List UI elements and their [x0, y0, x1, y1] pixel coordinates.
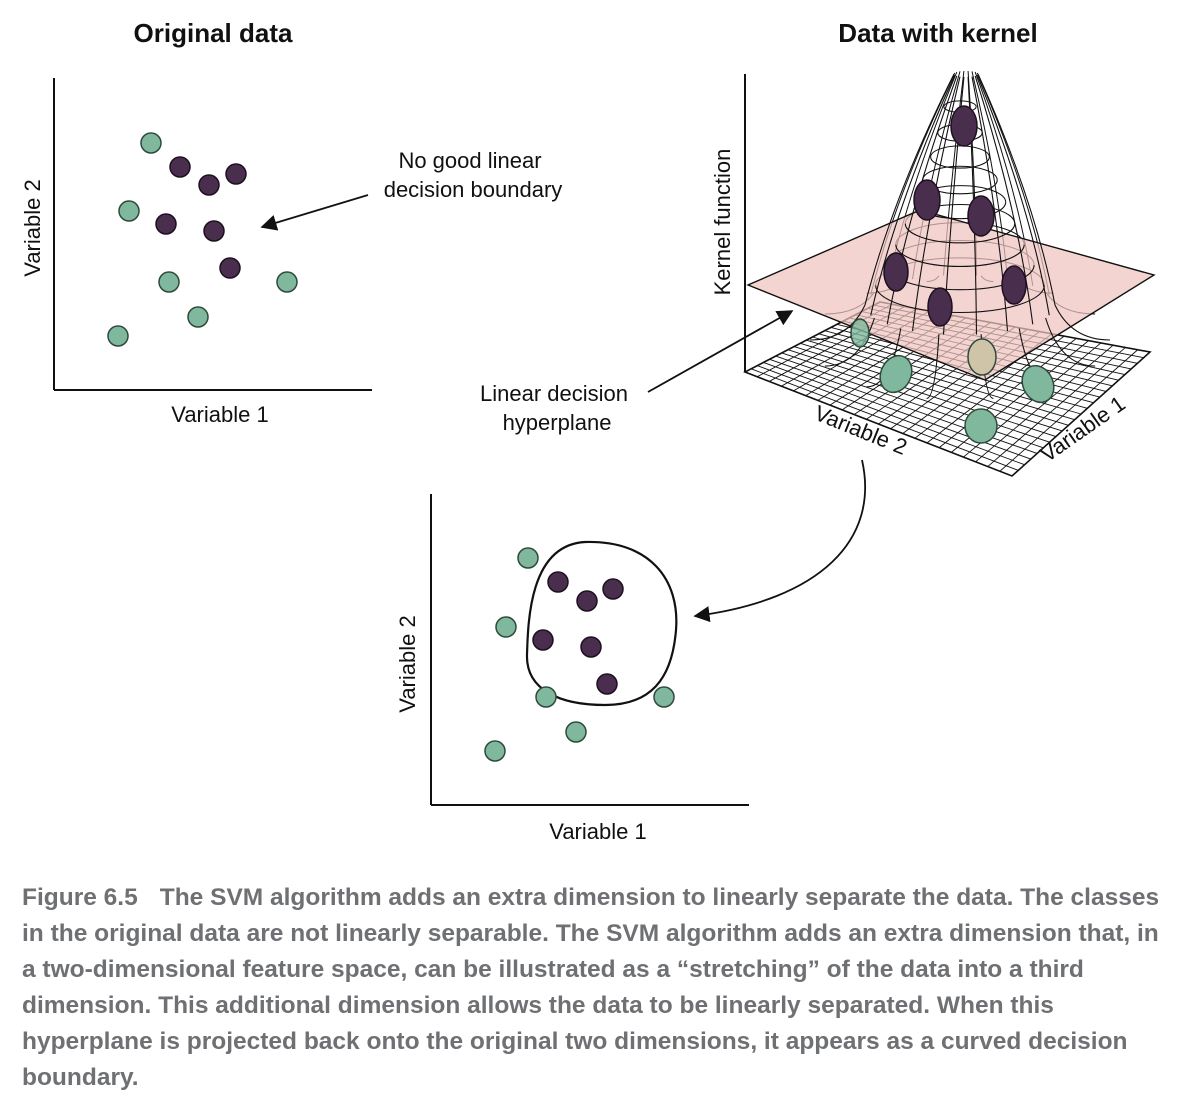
kernel-z-axis-label: Kernel function: [710, 149, 735, 296]
mesh-line: [904, 223, 1016, 244]
data-point: [517, 547, 539, 569]
mesh-line: [930, 156, 990, 169]
annotation-line-2: hyperplane: [503, 410, 612, 435]
data-point: [187, 306, 209, 328]
points-class-b: [532, 571, 624, 695]
mesh-line: [875, 285, 1045, 314]
mesh-line: [943, 100, 977, 107]
data-point: [602, 578, 624, 600]
data-point: [495, 616, 517, 638]
mesh-line: [1054, 304, 1111, 341]
data-point: [535, 686, 557, 708]
mesh-line: [987, 347, 1126, 467]
original-data-plot: Variable 1 Variable 2: [20, 78, 372, 427]
points-class-a: [107, 132, 298, 347]
caption-label: Figure 6.5: [22, 884, 138, 911]
data-point: [596, 673, 618, 695]
svm-kernel-diagram: Original data Data with kernel Variable …: [20, 18, 1156, 844]
annotation-line-1: No good linear: [398, 148, 541, 173]
data-point: [158, 271, 180, 293]
data-point: [118, 200, 140, 222]
annotation-no-linear-boundary: No good linear decision boundary: [260, 148, 563, 231]
y-axis-label: Variable 2: [20, 179, 45, 276]
caption-text: The SVM algorithm adds an extra dimensio…: [22, 884, 1160, 1091]
mesh-line: [870, 74, 956, 316]
title-data-with-kernel: Data with kernel: [838, 18, 1037, 48]
annotation-hyperplane: Linear decision hyperplane: [480, 310, 794, 435]
data-point: [484, 740, 506, 762]
data-point: [850, 318, 870, 348]
mesh-line: [975, 344, 1114, 463]
points-class-a: [484, 547, 675, 762]
data-point: [1001, 265, 1027, 305]
mesh-line: [864, 73, 955, 306]
x-axis-label: Variable 1: [171, 402, 268, 427]
data-point: [883, 252, 909, 292]
data-point: [225, 163, 247, 185]
mesh-line: [977, 73, 1056, 306]
data-point: [547, 571, 569, 593]
title-original-data: Original data: [134, 18, 293, 48]
y-axis-label: Variable 2: [395, 615, 420, 712]
data-point: [219, 257, 241, 279]
mesh-line: [809, 304, 866, 341]
mesh-line: [999, 349, 1139, 472]
data-point: [198, 174, 220, 196]
mesh-line: [926, 335, 1065, 444]
base-points-class-a: [850, 318, 1055, 444]
data-point: [532, 629, 554, 651]
points-class-b: [155, 156, 247, 279]
data-point: [107, 325, 129, 347]
projected-data-plot: Variable 1 Variable 2: [395, 494, 749, 844]
mesh-line: [938, 338, 1077, 448]
data-point: [653, 686, 675, 708]
data-point: [967, 338, 997, 376]
data-point: [169, 156, 191, 178]
data-point: [203, 220, 225, 242]
lifted-points-class-b: [883, 105, 1027, 327]
mesh-line: [922, 165, 998, 181]
data-point: [155, 213, 177, 235]
annotation-arrow: [647, 310, 794, 393]
kernel-3d-plot: Kernel function Variable 2 Variable 1: [710, 70, 1156, 477]
x-axis-label: Variable 1: [549, 819, 646, 844]
mesh-line: [971, 76, 1009, 332]
data-point: [576, 590, 598, 612]
data-point: [964, 408, 998, 444]
mesh-line: [974, 75, 1034, 325]
data-point: [913, 179, 941, 221]
data-point: [580, 636, 602, 658]
projection-arrow: [693, 459, 867, 623]
data-point: [1021, 364, 1055, 404]
linear-decision-hyperplane: [746, 209, 1156, 381]
mesh-line: [930, 145, 990, 158]
mesh-line: [895, 244, 1025, 267]
annotation-line-1: Linear decision: [480, 381, 628, 406]
data-point: [879, 354, 913, 394]
data-point: [140, 132, 162, 154]
data-point: [565, 721, 587, 743]
mesh-line: [824, 317, 875, 367]
curved-decision-boundary: [525, 540, 678, 707]
data-point: [276, 271, 298, 293]
data-point: [967, 195, 995, 237]
mesh-line: [1045, 317, 1096, 367]
mesh-line: [926, 334, 940, 400]
data-point: [927, 287, 953, 327]
annotation-line-2: decision boundary: [384, 177, 563, 202]
annotation-arrow: [260, 194, 369, 231]
data-point: [950, 105, 978, 147]
